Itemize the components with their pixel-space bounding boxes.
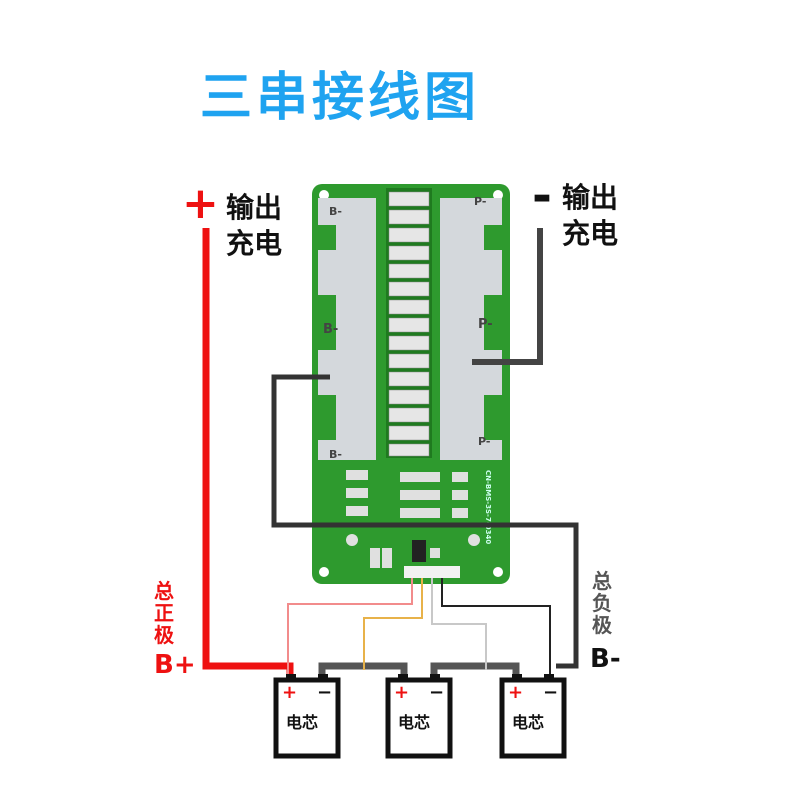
total-positive-label: 总正极 [154,579,174,647]
battery-cell-2: + − 电芯 [385,674,453,759]
balance-wire-white [431,578,487,670]
pad-label-b: B- [329,205,342,218]
pad-label-p: P- [478,435,490,448]
minus-sign: - [532,168,552,224]
mount-hole [493,567,503,577]
control-circuit [346,470,480,568]
pcb-code: CN-BMS-3S-7-0340 [484,470,492,544]
balance-wire-yellow [363,578,423,670]
plus-output-line1: 输出 [226,191,283,224]
b-plus-terminal: B+ [154,650,196,680]
b-minus-wire [271,374,579,669]
page-title: 三串接线图 [199,68,480,128]
plus-output-line2: 充电 [226,227,283,260]
mosfet-array [388,191,430,457]
minus-output-line2: 充电 [562,217,619,250]
mount-hole [319,190,329,200]
cell-plus-sign: + [394,682,409,703]
cell-label: 电芯 [286,713,318,732]
battery-cell-1: + − 电芯 [273,674,341,759]
balance-wire-red [287,578,413,682]
mount-hole [319,567,329,577]
positive-output-wire [202,228,294,682]
b-minus-terminal: B- [590,644,621,674]
mount-hole [493,190,503,200]
cell-minus-sign: − [543,682,558,703]
pad-label-p: P- [474,195,486,208]
minus-output-line1: 输出 [562,181,619,214]
pad-label-p: P- [478,317,493,332]
cell-plus-sign: + [282,682,297,703]
battery-cell-3: + − 电芯 [499,674,567,759]
cell-label: 电芯 [398,713,430,732]
pad-label-b: B- [323,322,338,337]
pad-label-b: B- [329,448,342,461]
plus-sign: + [182,178,219,229]
b-minus-pad [318,198,376,460]
total-negative-label: 总负极 [592,569,612,637]
p-minus-pad [440,198,502,460]
p-minus-wire [472,228,543,365]
cell-minus-sign: − [429,682,444,703]
bms-board: B- B- B- P- P- P- CN-BMS-3S-7-0340 [312,184,510,584]
balance-connector [404,566,460,578]
balance-wire-black [441,578,551,682]
cell-label: 电芯 [512,713,544,732]
cell-plus-sign: + [508,682,523,703]
cell-minus-sign: − [317,682,332,703]
